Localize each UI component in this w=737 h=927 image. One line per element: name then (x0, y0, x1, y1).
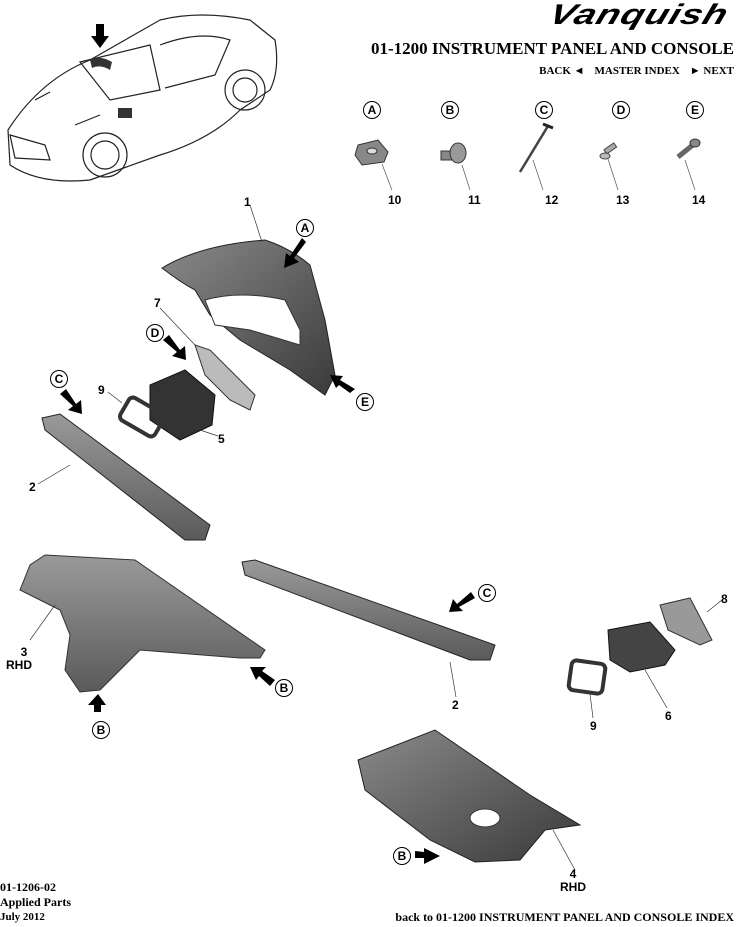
callout-9-left: 9 (98, 383, 105, 397)
footer-info: 01-1206-02 Applied Parts July 2012 (0, 880, 71, 925)
callout-fix-e: E (356, 393, 374, 411)
callout-fix-a: A (296, 219, 314, 237)
footer-section: Applied Parts (0, 895, 72, 909)
navigation-bar: BACK ◄ MASTER INDEX ► NEXT (539, 65, 734, 77)
footer-code: 01-1206-02 (0, 880, 56, 894)
callout-fix-b-2: B (275, 679, 293, 697)
callout-fix-d: D (146, 324, 164, 342)
callout-6: 6 (665, 709, 672, 723)
fixing-icons (354, 122, 701, 191)
callout-fix-b-1: B (92, 721, 110, 739)
car-locator-illustration (7, 14, 278, 182)
callout-7: 7 (154, 296, 161, 310)
part-number-14: 14 (692, 193, 706, 207)
fixing-d-label: D (612, 101, 630, 119)
callout-9-right: 9 (590, 719, 597, 733)
part-number-13: 13 (616, 193, 630, 207)
callout-fix-c-1: C (50, 370, 68, 388)
callout-4-number: 4 (569, 867, 577, 881)
callout-1: 1 (244, 195, 251, 209)
page-title: 01-1200 INSTRUMENT PANEL AND CONSOLE (370, 39, 734, 58)
footer-date: July 2012 (0, 911, 45, 923)
part-number-10: 10 (388, 193, 402, 207)
next-link[interactable]: ► NEXT (689, 65, 734, 77)
part-number-12: 12 (545, 193, 559, 207)
callout-3-rhd: 3 RHD (6, 645, 32, 672)
fixing-b-label: B (441, 101, 459, 119)
callout-8: 8 (721, 592, 728, 606)
callout-4-rhd: 4 RHD (560, 868, 586, 894)
fixing-a-label: A (363, 101, 381, 119)
callout-4-note: RHD (560, 880, 586, 894)
location-arrow (91, 24, 109, 48)
callout-3-note: RHD (6, 658, 32, 672)
vanquish-logo: Vanquish (545, 0, 734, 31)
part-1-shroud (161, 204, 336, 396)
callout-fix-b-3: B (393, 847, 411, 865)
fixing-c-label: C (535, 101, 553, 119)
callout-5: 5 (218, 432, 225, 446)
back-link[interactable]: BACK ◄ (539, 65, 585, 77)
master-index-link[interactable]: MASTER INDEX (594, 65, 680, 77)
callout-2-upper: 2 (29, 480, 36, 494)
part-number-11: 11 (468, 193, 481, 207)
callout-2-lower: 2 (452, 698, 459, 712)
callout-3-number: 3 (20, 645, 28, 659)
fixing-e-label: E (686, 101, 704, 119)
back-to-index-link[interactable]: back to 01-1200 INSTRUMENT PANEL AND CON… (395, 910, 734, 924)
callout-fix-c-2: C (478, 584, 496, 602)
